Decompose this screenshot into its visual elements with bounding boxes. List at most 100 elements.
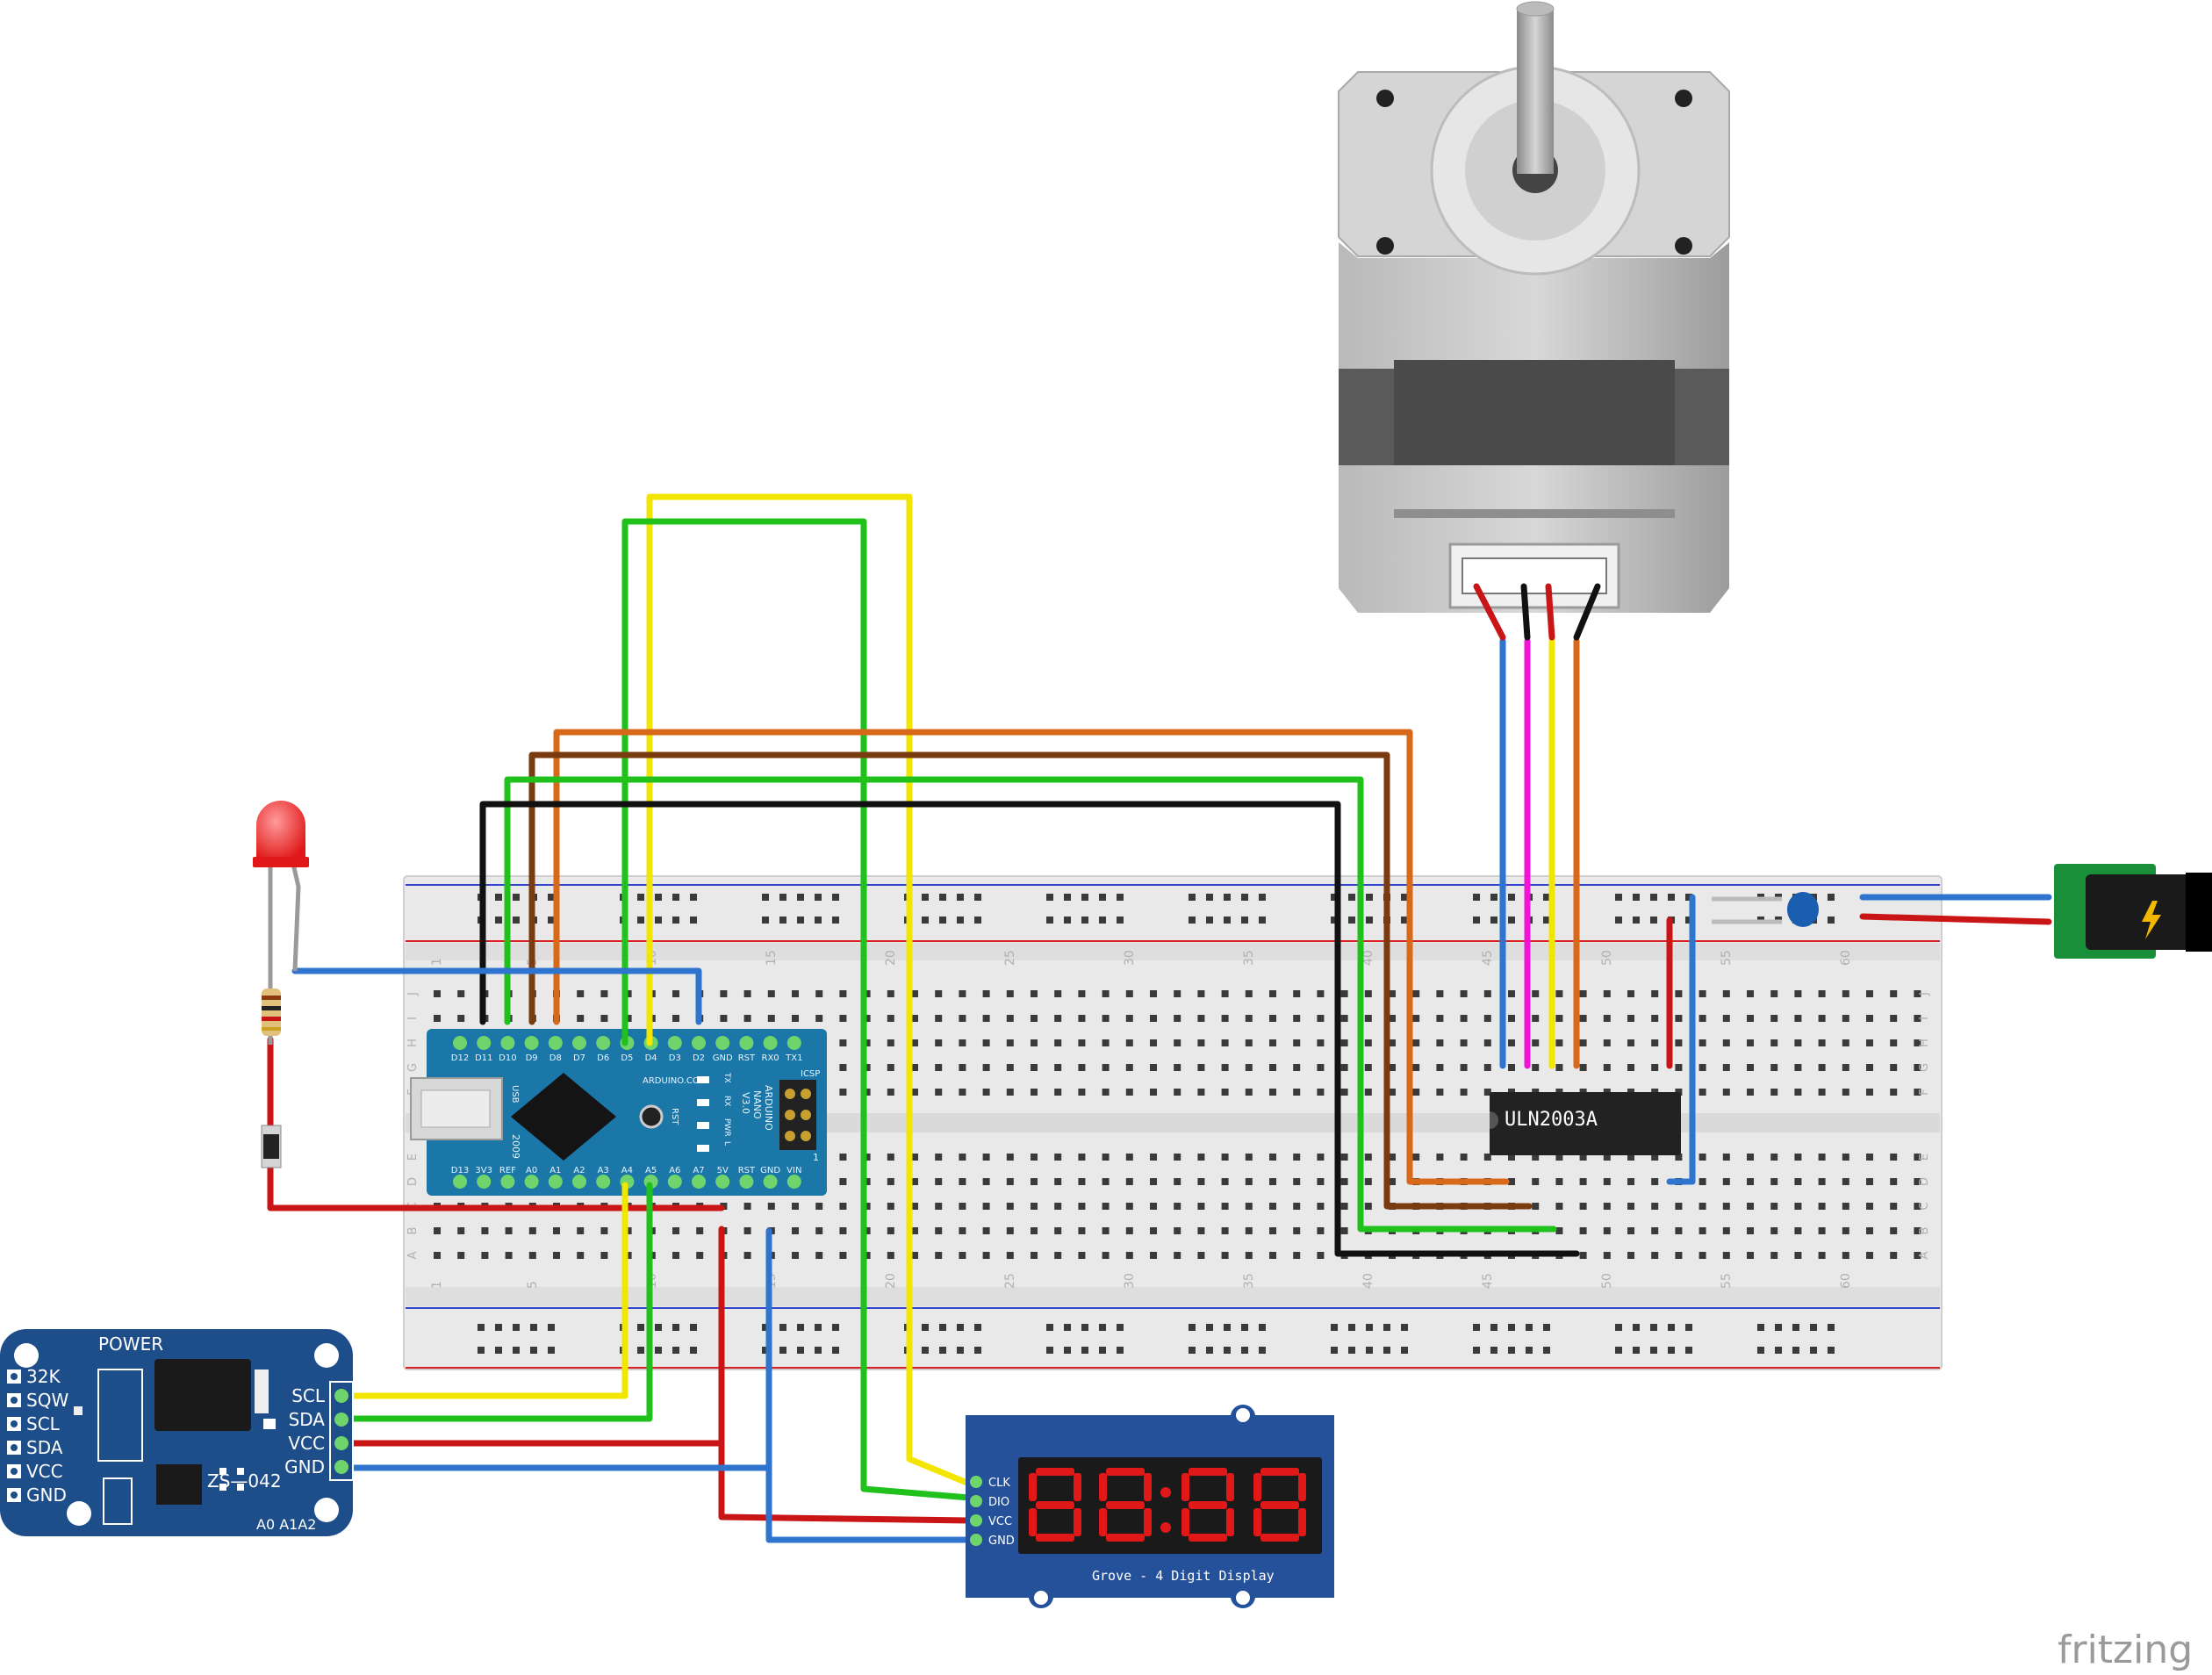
bb-hole bbox=[863, 1252, 871, 1259]
bb-hole bbox=[1269, 1064, 1276, 1071]
bb-hole bbox=[1221, 1089, 1229, 1096]
rail-hole bbox=[1046, 1324, 1053, 1331]
nano-pin-label: D2 bbox=[693, 1053, 705, 1063]
bb-hole bbox=[528, 1227, 536, 1234]
rail-hole bbox=[974, 917, 981, 924]
bb-hole bbox=[1125, 1203, 1133, 1210]
bb-hole bbox=[1436, 1089, 1444, 1096]
bb-hole bbox=[1483, 1154, 1491, 1161]
bb-hole bbox=[624, 1227, 632, 1234]
bb-hole bbox=[1174, 1203, 1181, 1210]
reset-button[interactable] bbox=[639, 1104, 664, 1129]
bb-hole bbox=[1818, 1015, 1826, 1022]
bb-hole bbox=[1460, 1154, 1468, 1161]
rtc-pin-label: SCL bbox=[26, 1413, 61, 1434]
bb-hole bbox=[982, 1178, 990, 1185]
bb-hole bbox=[1747, 1089, 1754, 1096]
bb-hole bbox=[1006, 1154, 1014, 1161]
bb-hole bbox=[1221, 1015, 1229, 1022]
bb-hole bbox=[935, 1154, 943, 1161]
segment bbox=[1260, 1501, 1299, 1509]
rtc-pin-label: GND bbox=[26, 1484, 67, 1506]
bb-hole bbox=[1890, 1178, 1898, 1185]
row-letter: E bbox=[1918, 1154, 1931, 1161]
nano-pin bbox=[548, 1175, 563, 1189]
bb-hole bbox=[1722, 1064, 1730, 1071]
rail-hole bbox=[1828, 1347, 1835, 1354]
bb-hole bbox=[1890, 1015, 1898, 1022]
bb-hole bbox=[1866, 1252, 1873, 1259]
bb-hole bbox=[1842, 1015, 1849, 1022]
bb-hole bbox=[1770, 1227, 1778, 1234]
rail-hole bbox=[1810, 1324, 1817, 1331]
bb-hole bbox=[1317, 1089, 1325, 1096]
bb-hole bbox=[1078, 1015, 1086, 1022]
bb-hole bbox=[1031, 1178, 1038, 1185]
motor-lead-red-2 bbox=[1545, 583, 1555, 641]
bb-hole bbox=[1054, 1203, 1062, 1210]
nano-pin-label: VIN bbox=[786, 1166, 801, 1175]
eeprom-chip bbox=[156, 1464, 202, 1505]
nano-pin-label: D5 bbox=[621, 1053, 633, 1063]
bb-hole bbox=[1770, 990, 1778, 997]
bb-hole bbox=[1245, 1252, 1253, 1259]
bb-hole bbox=[1866, 1064, 1873, 1071]
bb-hole bbox=[1675, 1227, 1683, 1234]
rail-hole bbox=[1241, 1324, 1248, 1331]
bb-hole bbox=[1031, 1227, 1038, 1234]
bb-hole bbox=[1698, 1015, 1706, 1022]
bb-hole bbox=[743, 1015, 751, 1022]
nano-pin-label: D3 bbox=[669, 1053, 681, 1063]
rail-hole bbox=[1775, 1347, 1782, 1354]
bb-hole bbox=[553, 1252, 560, 1259]
bb-hole bbox=[1436, 1154, 1444, 1161]
bb-hole bbox=[1890, 1203, 1898, 1210]
red-led bbox=[253, 801, 309, 983]
bb-hole bbox=[1317, 1178, 1325, 1185]
nano-pin bbox=[548, 1036, 563, 1050]
bb-hole bbox=[1698, 1252, 1706, 1259]
bb-hole bbox=[935, 990, 943, 997]
bb-hole bbox=[1555, 1227, 1563, 1234]
rail-hole bbox=[1543, 1324, 1550, 1331]
nano-pin-label: RST bbox=[738, 1053, 756, 1063]
segment bbox=[1036, 1468, 1074, 1476]
bb-hole bbox=[1651, 1203, 1659, 1210]
rail-hole bbox=[1633, 917, 1640, 924]
bb-hole bbox=[815, 1015, 823, 1022]
segment bbox=[1099, 1473, 1107, 1501]
bb-hole bbox=[815, 1252, 823, 1259]
bb-hole bbox=[1722, 990, 1730, 997]
column-number: 35 bbox=[1242, 1273, 1256, 1289]
bb-hole bbox=[1722, 1154, 1730, 1161]
bb-hole bbox=[982, 1039, 990, 1046]
bb-hole bbox=[982, 1064, 990, 1071]
wire-black bbox=[479, 801, 1580, 1257]
column-number: 20 bbox=[884, 1273, 898, 1289]
bb-hole bbox=[1866, 1015, 1873, 1022]
rail-hole bbox=[1366, 894, 1373, 901]
bb-hole bbox=[1627, 1178, 1634, 1185]
rail-hole bbox=[1543, 917, 1550, 924]
bb-hole bbox=[1102, 1178, 1110, 1185]
rail-hole bbox=[690, 894, 697, 901]
rail-hole bbox=[797, 894, 804, 901]
bb-hole bbox=[434, 1252, 441, 1259]
nano-pin-label: D10 bbox=[499, 1053, 516, 1063]
column-number: 25 bbox=[1003, 950, 1017, 966]
bb-hole bbox=[1890, 1227, 1898, 1234]
bb-hole bbox=[1245, 1203, 1253, 1210]
bb-hole bbox=[1508, 1039, 1515, 1046]
bb-hole bbox=[1078, 990, 1086, 997]
bb-hole bbox=[600, 1252, 608, 1259]
column-number: 60 bbox=[1839, 950, 1853, 966]
mount-hole bbox=[1376, 237, 1394, 255]
bb-hole bbox=[1245, 1227, 1253, 1234]
bb-hole bbox=[863, 1154, 871, 1161]
rail-hole bbox=[1401, 917, 1408, 924]
rail-hole bbox=[1224, 894, 1231, 901]
bb-hole bbox=[1651, 1039, 1659, 1046]
bb-hole bbox=[1054, 1178, 1062, 1185]
pushbutton[interactable] bbox=[261, 1125, 282, 1168]
